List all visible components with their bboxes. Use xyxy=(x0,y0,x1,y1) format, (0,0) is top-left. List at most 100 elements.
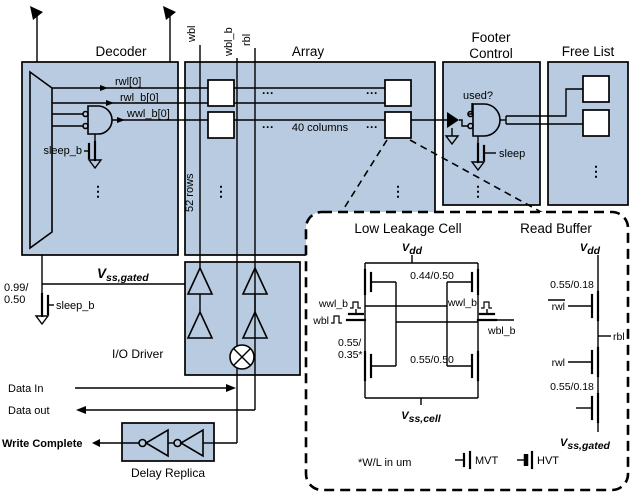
arrow-icon xyxy=(76,406,86,414)
ellipsis-horizontal: ··· xyxy=(262,120,274,134)
bitlines xyxy=(199,45,256,443)
cell-vdd-label: Vdd xyxy=(402,242,423,257)
cell-wbl-label: wbl xyxy=(312,315,329,327)
and-gate xyxy=(472,103,501,137)
top-input-left xyxy=(30,6,43,62)
inverter-triangle xyxy=(144,428,169,458)
pass-size-label-1: 0.55/ xyxy=(338,337,361,349)
arrow-icon xyxy=(226,384,236,392)
io-wires xyxy=(75,384,255,447)
pullup-size-label: 0.44/0.50 xyxy=(410,270,454,282)
decoder-sleep-transistor xyxy=(84,134,103,170)
free-list-entry xyxy=(582,109,610,137)
rwl0-label: rwl[0] xyxy=(115,76,141,88)
free-list-entry xyxy=(582,75,610,103)
arrow-icon xyxy=(117,117,125,123)
pulse-icon xyxy=(350,301,361,309)
io-driver-title: I/O Driver xyxy=(112,347,163,361)
mvt-symbol xyxy=(455,450,472,470)
delay-replica-internals xyxy=(122,428,214,458)
arrow-icon xyxy=(100,85,108,91)
read-buffer-schematic xyxy=(548,255,611,432)
pulse-icon xyxy=(481,301,492,309)
free-list-internals xyxy=(582,75,610,137)
rwl-label: rwl xyxy=(552,357,565,369)
used-label: used? xyxy=(463,90,493,102)
ellipsis-vertical: ⋮ xyxy=(471,183,485,199)
ellipsis-vertical: ⋮ xyxy=(589,163,603,179)
pass-size-label-2: 0.35* xyxy=(338,349,363,361)
footer-control-internals xyxy=(444,88,583,172)
read-nmos-rwl xyxy=(568,346,600,378)
ellipsis-vertical: ⋮ xyxy=(91,183,105,199)
footer-sleep-label: sleep xyxy=(499,148,525,160)
and-gate xyxy=(87,105,113,135)
ground-icon xyxy=(87,159,103,170)
arrow-icon xyxy=(30,6,43,20)
io-driver-internals xyxy=(186,266,269,370)
vss-cell-label: Vss,cell xyxy=(401,410,442,425)
decoder-title: Decoder xyxy=(95,44,147,59)
pullup-pmos-right xyxy=(447,268,480,296)
pullup-pmos-left xyxy=(363,268,396,296)
memory-cell xyxy=(384,79,412,107)
ground-icon xyxy=(444,135,460,146)
footer-sleep-transistor xyxy=(470,136,496,172)
memory-cell-zoomed xyxy=(384,111,412,139)
hvt-label: HVT xyxy=(537,455,559,467)
sleep-transistor-size-2: 0.50 xyxy=(4,294,25,306)
wl-units-note: *W/L in um xyxy=(358,457,411,469)
pass-transistor-left xyxy=(331,301,367,324)
pulldown-nmos-right xyxy=(447,350,480,382)
ellipsis-vertical: ⋮ xyxy=(391,183,405,199)
free-list-title: Free List xyxy=(562,44,615,59)
low-leakage-cell-title: Low Leakage Cell xyxy=(354,221,461,236)
decoder-internals xyxy=(29,70,113,250)
ellipsis-horizontal: ··· xyxy=(366,86,378,100)
mvt-label: MVT xyxy=(475,455,499,467)
memory-cell xyxy=(207,79,235,107)
wwl-b-right-label: wwl_b xyxy=(447,297,477,309)
wwl-b-left-label: wwl_b xyxy=(318,298,348,310)
rb-size-bottom-label: 0.55/0.18 xyxy=(550,381,594,393)
driver-triangle xyxy=(186,310,214,339)
inverter-triangle xyxy=(179,428,204,458)
wwl-b0-label: wwl_b[0] xyxy=(126,108,170,120)
footer-control-title-line1: Footer xyxy=(471,30,511,45)
io-sleep-b-label: sleep_b xyxy=(56,300,95,312)
array-title: Array xyxy=(292,44,325,59)
hvt-symbol xyxy=(517,450,534,470)
arrow-icon xyxy=(106,100,114,106)
ellipsis-horizontal: ··· xyxy=(262,86,274,100)
driver-triangle xyxy=(241,310,269,339)
rb-rbl-label: rbl xyxy=(613,331,625,343)
ground-icon xyxy=(470,161,486,172)
pass-transistor-right xyxy=(476,301,514,322)
decoder-block xyxy=(21,61,179,256)
cell-wbl-b-label: wbl_b xyxy=(487,325,516,337)
pulldown-size-label: 0.55/0.50 xyxy=(410,354,454,366)
rb-vss-gated-label: Vss,gated xyxy=(560,437,611,452)
ellipsis-vertical: ⋮ xyxy=(214,183,228,199)
rows-count-label: 52 rows xyxy=(184,173,196,212)
legend-symbols xyxy=(455,450,534,470)
rb-size-top-label: 0.55/0.18 xyxy=(550,279,594,291)
delay-replica-title: Delay Replica xyxy=(131,466,205,480)
rwl-b0-label: rwl_b[0] xyxy=(120,92,159,104)
data-in-label: Data In xyxy=(8,383,43,395)
rbl-label: rbl xyxy=(241,34,253,46)
low-leakage-cell-schematic xyxy=(331,255,514,405)
arrow-icon xyxy=(163,6,176,20)
vss-gated-rail xyxy=(34,255,185,326)
decoder-trapezoid xyxy=(29,70,53,250)
wbl-label: wbl xyxy=(186,25,198,43)
read-pmos xyxy=(568,290,600,322)
decoder-sleep-b-label: sleep_b xyxy=(43,145,82,157)
pulse-icon xyxy=(331,315,342,324)
write-complete-label: Write Complete xyxy=(2,438,82,450)
buffer-triangle-icon xyxy=(447,112,459,128)
vss-gated-label: Vss,gated xyxy=(97,266,149,284)
data-out-label: Data out xyxy=(8,405,50,417)
